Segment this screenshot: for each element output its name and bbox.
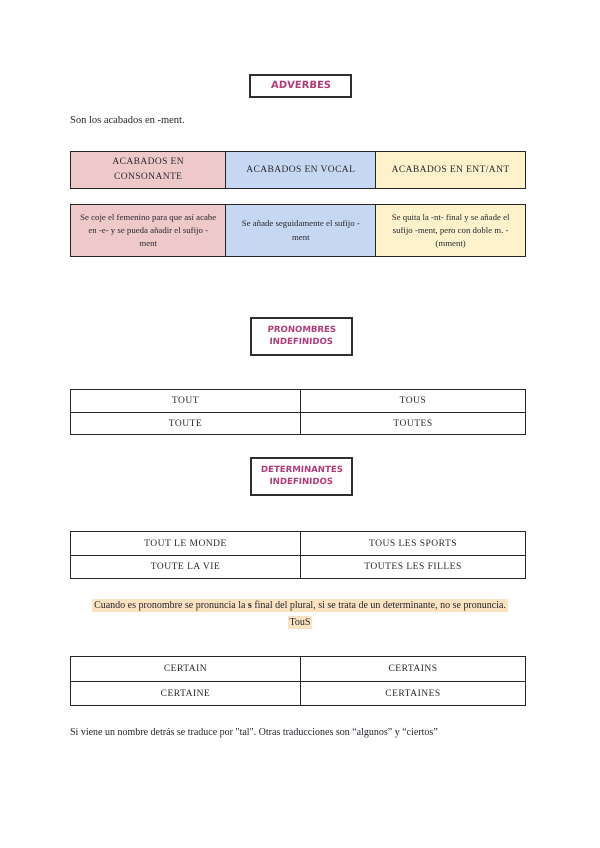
header-cell-consonante: ACABADOS EN CONSONANTE: [71, 152, 226, 188]
pronoun-cell-toutes: TOUTES: [300, 412, 525, 434]
determiner-cell-toutes-les-filles: TOUTES LES FILLES: [300, 555, 525, 578]
certain-cell-certains: CERTAINS: [300, 657, 525, 681]
pronunciation-note: Cuando es pronombre se pronuncia la s fi…: [70, 599, 530, 612]
header-cell-ent-ant: ACABADOS EN ENT/ANT: [375, 152, 525, 188]
determiners-table: TOUT LE MONDE TOUS LES SPORTS TOUTE LA V…: [70, 531, 526, 579]
description-cell-ent-ant: Se quita la -nt- final y se añade el suf…: [375, 205, 525, 256]
determinantes-title: DETERMINANTES INDEFINIDOS: [260, 464, 344, 487]
pronoun-cell-tout: TOUT: [171, 396, 200, 406]
note-part2: final del plural, si se trata de un dete…: [251, 600, 506, 611]
note-example-tous: TouS: [287, 616, 313, 629]
certain-cell-certaines: CERTAINES: [300, 681, 525, 705]
adverb-endings-description-row: Se coje el femenino para que así acabe e…: [70, 204, 526, 257]
note-part1: Cuando es pronombre se pronuncia la: [94, 600, 248, 611]
description-cell-consonante: Se coje el femenino para que así acabe e…: [71, 205, 226, 256]
description-cell-vocal: Se añade seguidamente el sufijo -ment: [225, 205, 376, 256]
section-title-box-determinantes: DETERMINANTES INDEFINIDOS: [250, 457, 353, 496]
pronoun-cell-toute: TOUTE: [71, 412, 300, 434]
determiner-cell-tout-le-monde: TOUT LE MONDE: [144, 538, 227, 549]
certain-cell-certaine: CERTAINE: [71, 681, 300, 705]
adverb-endings-header-row: ACABADOS EN CONSONANTE ACABADOS EN VOCAL…: [70, 151, 526, 189]
pronouns-table: TOUT TOUS TOUTE TOUTES: [70, 389, 526, 435]
adverbs-intro-text: Son los acabados en -ment.: [70, 115, 185, 126]
translation-footer-text: Si viene un nombre detrás se traduce por…: [70, 727, 438, 738]
section-title-box-pronombres: PRONOMBRES INDEFINIDOS: [250, 317, 353, 356]
header-cell-vocal: ACABADOS EN VOCAL: [225, 152, 376, 188]
certain-cell-certain: CERTAIN: [163, 664, 208, 674]
determiner-cell-toute-la-vie: TOUTE LA VIE: [71, 555, 300, 578]
section-title-box-adverbes: ADVERBES: [249, 74, 352, 98]
pronunciation-example: TouS: [70, 616, 530, 629]
pronombres-title: PRONOMBRES INDEFINIDOS: [267, 324, 337, 347]
pronoun-cell-tous: TOUS: [300, 390, 525, 412]
determiner-cell-tous-les-sports: TOUS LES SPORTS: [300, 532, 525, 555]
note-bold-s: s: [247, 600, 252, 611]
certain-table: CERTAIN CERTAINS CERTAINE CERTAINES: [70, 656, 526, 706]
adverbes-title: ADVERBES: [270, 80, 331, 92]
